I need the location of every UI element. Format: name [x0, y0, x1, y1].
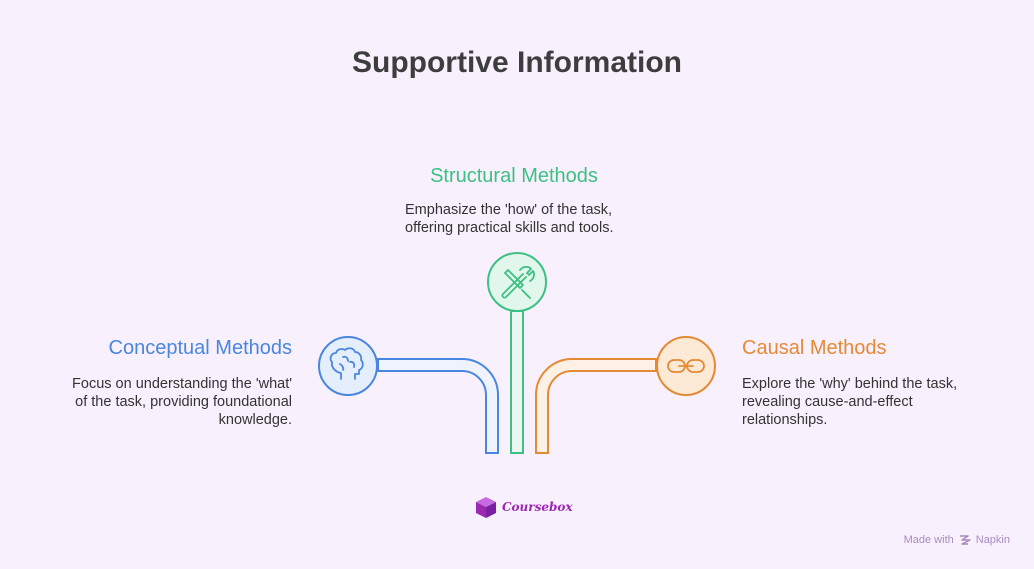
causal-description: Explore the 'why' behind the task, revea… — [742, 375, 957, 429]
diagram-title: Supportive Information — [352, 46, 682, 79]
causal-description-line: relationships. — [742, 412, 828, 428]
causal-pipe — [535, 358, 657, 454]
conceptual-description-line: knowledge. — [218, 412, 292, 428]
napkin-brand: Napkin — [975, 534, 1010, 546]
conceptual-node — [318, 336, 378, 396]
causal-description-line: Explore the 'why' behind the task, — [742, 376, 958, 392]
structural-heading: Structural Methods — [430, 165, 598, 187]
coursebox-logo: Coursebox — [474, 495, 573, 519]
structural-pipe — [510, 310, 524, 454]
conceptual-description-line: Focus on understanding the 'what' — [72, 376, 292, 392]
conceptual-pipe — [377, 358, 499, 454]
made-with-label: Made with — [903, 534, 954, 546]
causal-heading: Causal Methods — [742, 337, 887, 359]
causal-description-line: revealing cause-and-effect — [742, 394, 913, 410]
structural-description-line: Emphasize the 'how' of the task, — [405, 202, 613, 218]
cube-icon — [476, 497, 496, 518]
conceptual-description: Focus on understanding the 'what' of the… — [72, 375, 292, 429]
conceptual-description-line: of the task, providing foundational — [75, 394, 292, 410]
structural-description: Emphasize the 'how' of the task, offerin… — [405, 201, 613, 237]
chain-link-icon — [667, 359, 705, 373]
structural-description-line: offering practical skills and tools. — [405, 220, 614, 236]
coursebox-logo-text: Coursebox — [502, 500, 573, 514]
causal-node — [656, 336, 716, 396]
made-with-napkin[interactable]: Made with Napkin — [904, 534, 1010, 546]
wrench-icon — [501, 265, 535, 299]
napkin-icon — [959, 535, 971, 545]
brain-icon — [329, 347, 364, 380]
structural-node — [487, 252, 547, 312]
conceptual-heading: Conceptual Methods — [108, 337, 292, 359]
